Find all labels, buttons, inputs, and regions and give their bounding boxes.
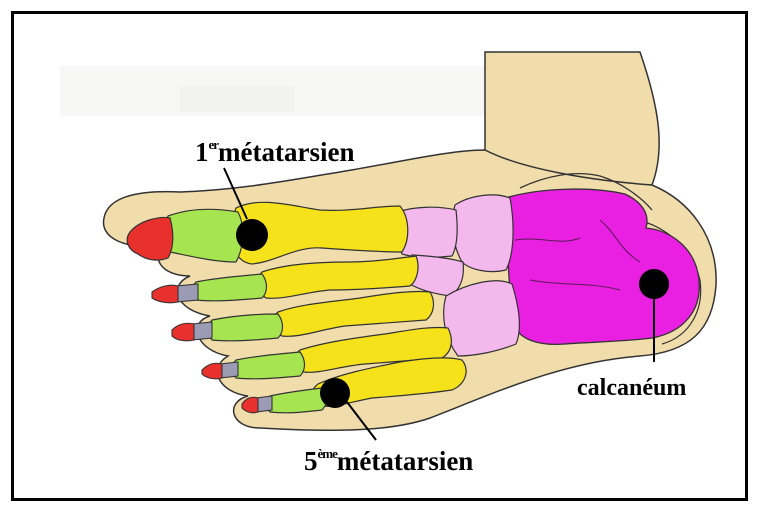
label-first-metatarsal: 1ermétatarsien [195,138,355,166]
diagram-frame: 1ermétatarsien 5èmemétatarsien calcanéum [11,11,748,501]
label-fifth-metatarsal-number: 5 [304,446,318,476]
distal-phalanx-4-bone [202,363,222,379]
first-metatarsal-marker [236,219,268,251]
middle-phalanx-2-bone [176,284,198,302]
distal-phalanx-3-bone [172,323,194,341]
fifth-metatarsal-marker [320,378,350,408]
foot-skeleton-diagram [14,14,745,498]
middle-phalanx-3-bone [192,322,212,340]
label-first-metatarsal-number: 1 [195,137,209,167]
label-fifth-metatarsal: 5èmemétatarsien [304,447,473,475]
navicular-bone [452,195,513,272]
label-fifth-metatarsal-suffix: ème [318,446,337,461]
label-calcaneus: calcanéum [577,376,686,400]
label-first-metatarsal-name: métatarsien [218,137,354,167]
background-patch [180,86,295,112]
label-first-metatarsal-suffix: er [209,137,219,152]
label-fifth-metatarsal-name: métatarsien [337,446,473,476]
distal-phalanx-2-bone [152,285,178,303]
middle-phalanx-4-bone [220,362,238,378]
calcaneus-marker [639,269,669,299]
cuboid-bone [444,281,520,356]
